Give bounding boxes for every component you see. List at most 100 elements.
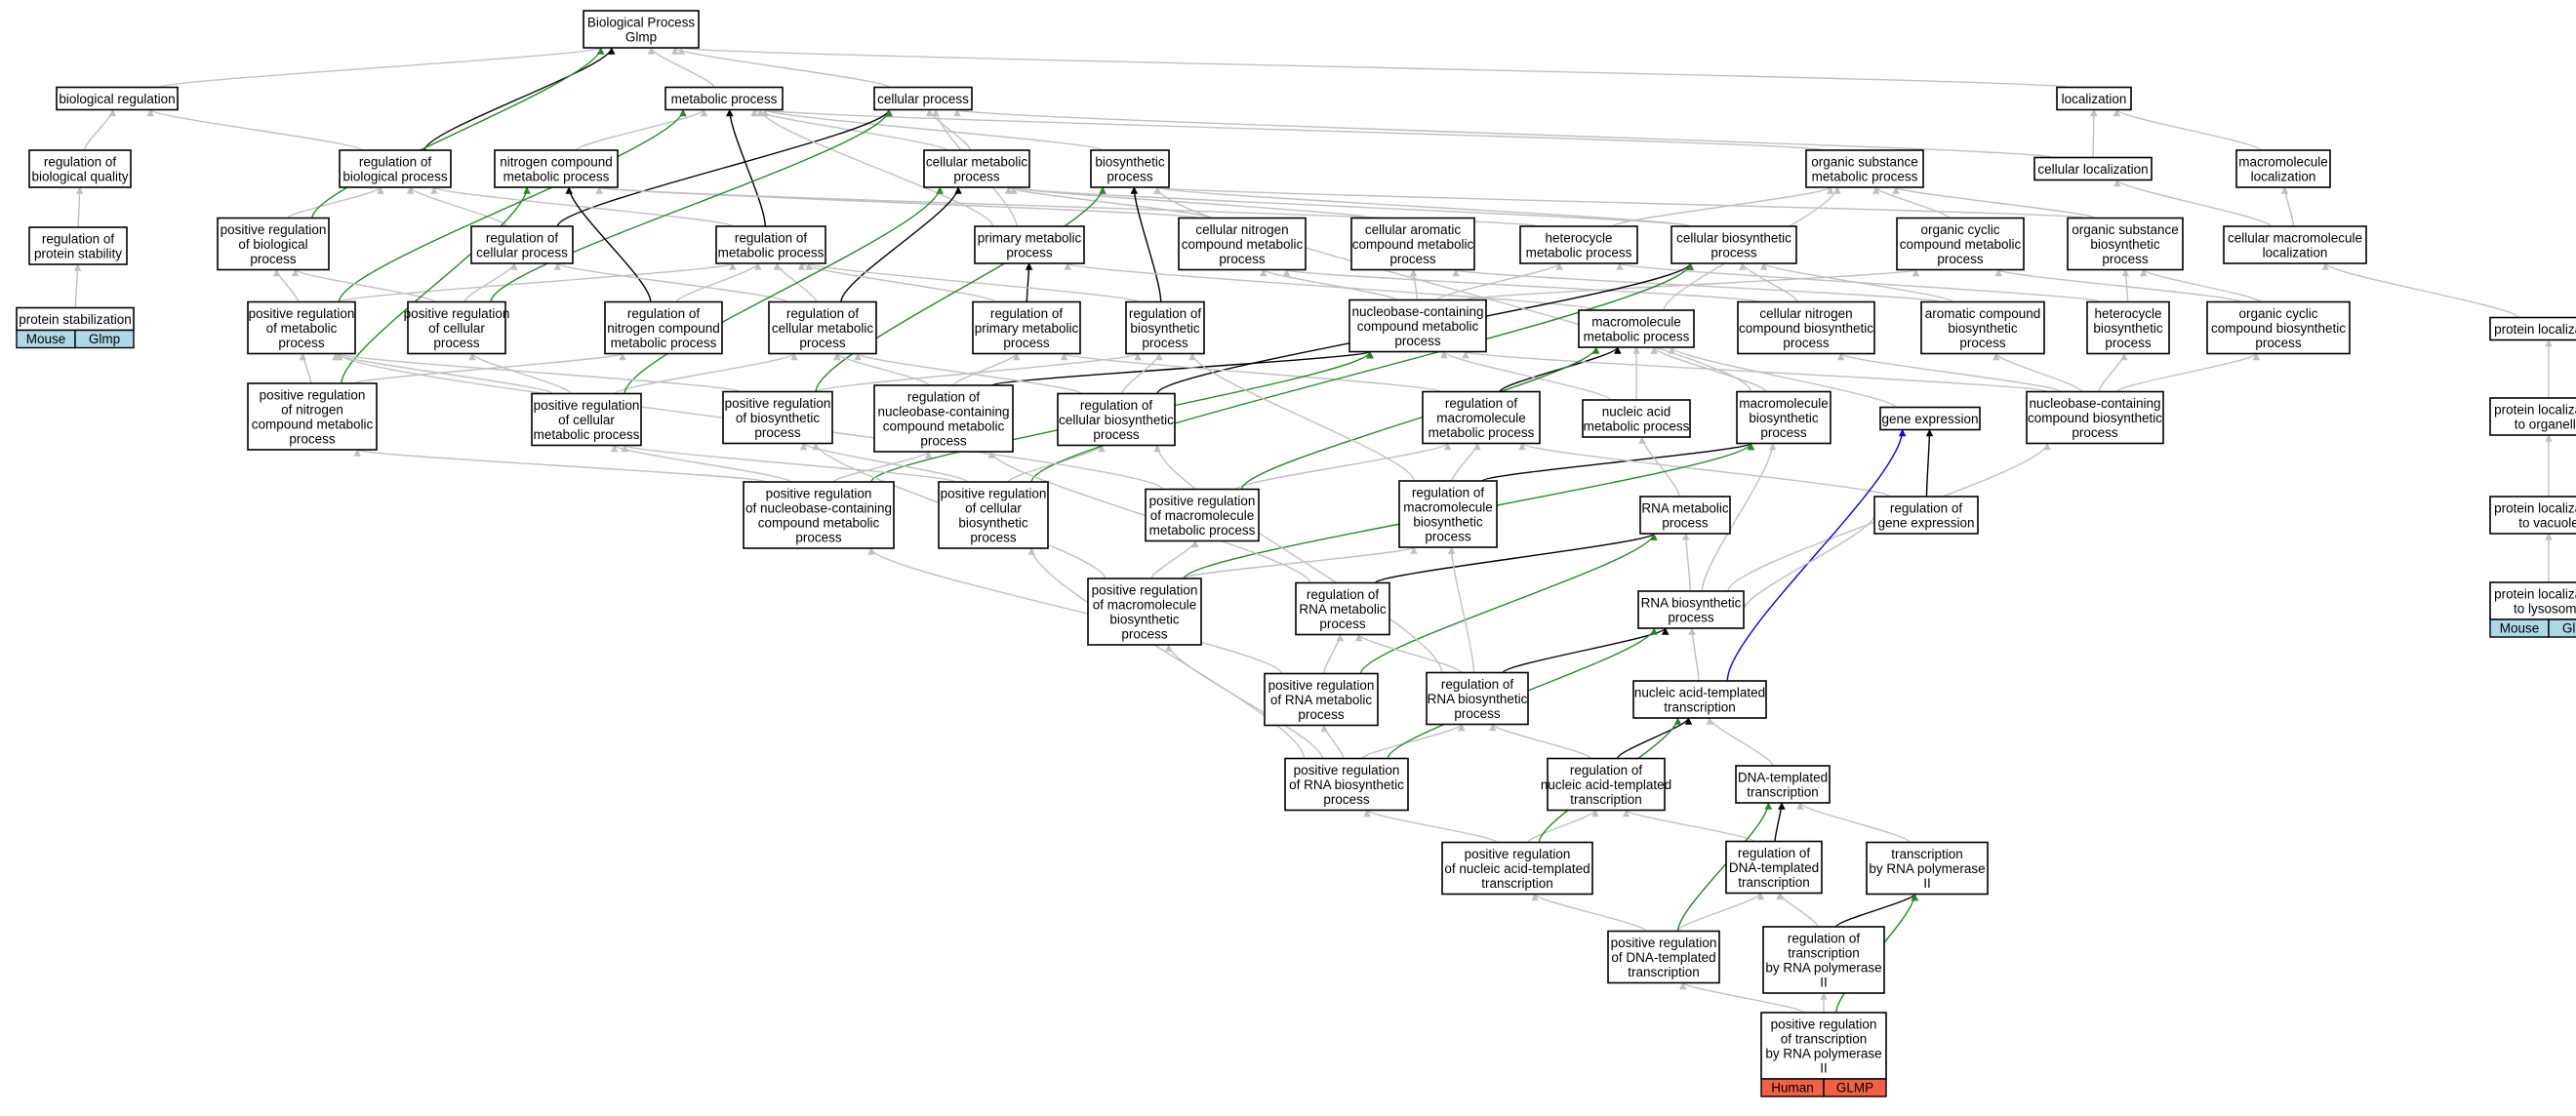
edge-rcbp-rcmp-is-a: [854, 352, 1082, 395]
go-term-box: [1295, 581, 1390, 636]
edge-rbp-br-is-a: [146, 108, 363, 151]
go-term-cl[interactable]: cellular localization: [2033, 156, 2153, 181]
edge-prcp-prbp-is-a: [291, 268, 436, 303]
go-term-box: [722, 390, 833, 445]
go-term-label: regulation of: [1788, 932, 1861, 946]
go-term-box: [339, 149, 452, 188]
go-term-label: positive regulation: [404, 306, 510, 321]
go-term-box: [2056, 86, 2132, 111]
go-term-label: protein stabilization: [19, 312, 132, 327]
go-term-label: localization: [2251, 170, 2316, 184]
go-term-box: [494, 149, 619, 188]
go-term-loc[interactable]: localization: [2056, 86, 2132, 111]
go-term-rmbp[interactable]: regulation ofmacromoleculebiosyntheticpr…: [1398, 480, 1498, 548]
go-term-label: positive regulation: [725, 396, 831, 411]
go-term-label: process: [1142, 336, 1188, 350]
go-term-plvac[interactable]: protein localizationto vacuole: [2489, 496, 2576, 535]
go-term-ge[interactable]: gene expression: [1879, 406, 1981, 431]
go-term-label: process: [1003, 336, 1050, 350]
go-term-label: of metabolic: [266, 321, 338, 336]
edge-hbp-hmp-is-a: [1616, 262, 2101, 303]
go-term-mp[interactable]: metabolic process: [664, 86, 784, 111]
go-term-label: biosynthetic: [1095, 155, 1165, 170]
go-term-cp[interactable]: cellular process: [873, 86, 973, 111]
go-term-rnbcmp[interactable]: regulation ofnucleobase-containingcompou…: [873, 384, 1014, 453]
go-term-br[interactable]: biological regulation: [56, 86, 179, 111]
go-term-label: transcription: [1738, 875, 1810, 890]
go-term-label: process: [2072, 425, 2118, 440]
go-term-pllys[interactable]: protein localizationto lysosomeMouseGlmp: [2489, 581, 2576, 638]
go-term-label: regulation of: [1412, 486, 1485, 500]
go-term-label: transcription: [1628, 965, 1700, 979]
go-term-label: organic substance: [1811, 155, 1918, 170]
go-term-label: nitrogen compound: [607, 321, 720, 336]
go-term-ploc[interactable]: protein localization: [2489, 316, 2576, 341]
go-term-plorg[interactable]: protein localizationto organelle: [2489, 397, 2576, 436]
edge-cncbp-cncmp-is-a: [1283, 268, 1759, 303]
edges-layer: [73, 47, 2553, 1014]
go-term-box: [1760, 1012, 1887, 1080]
